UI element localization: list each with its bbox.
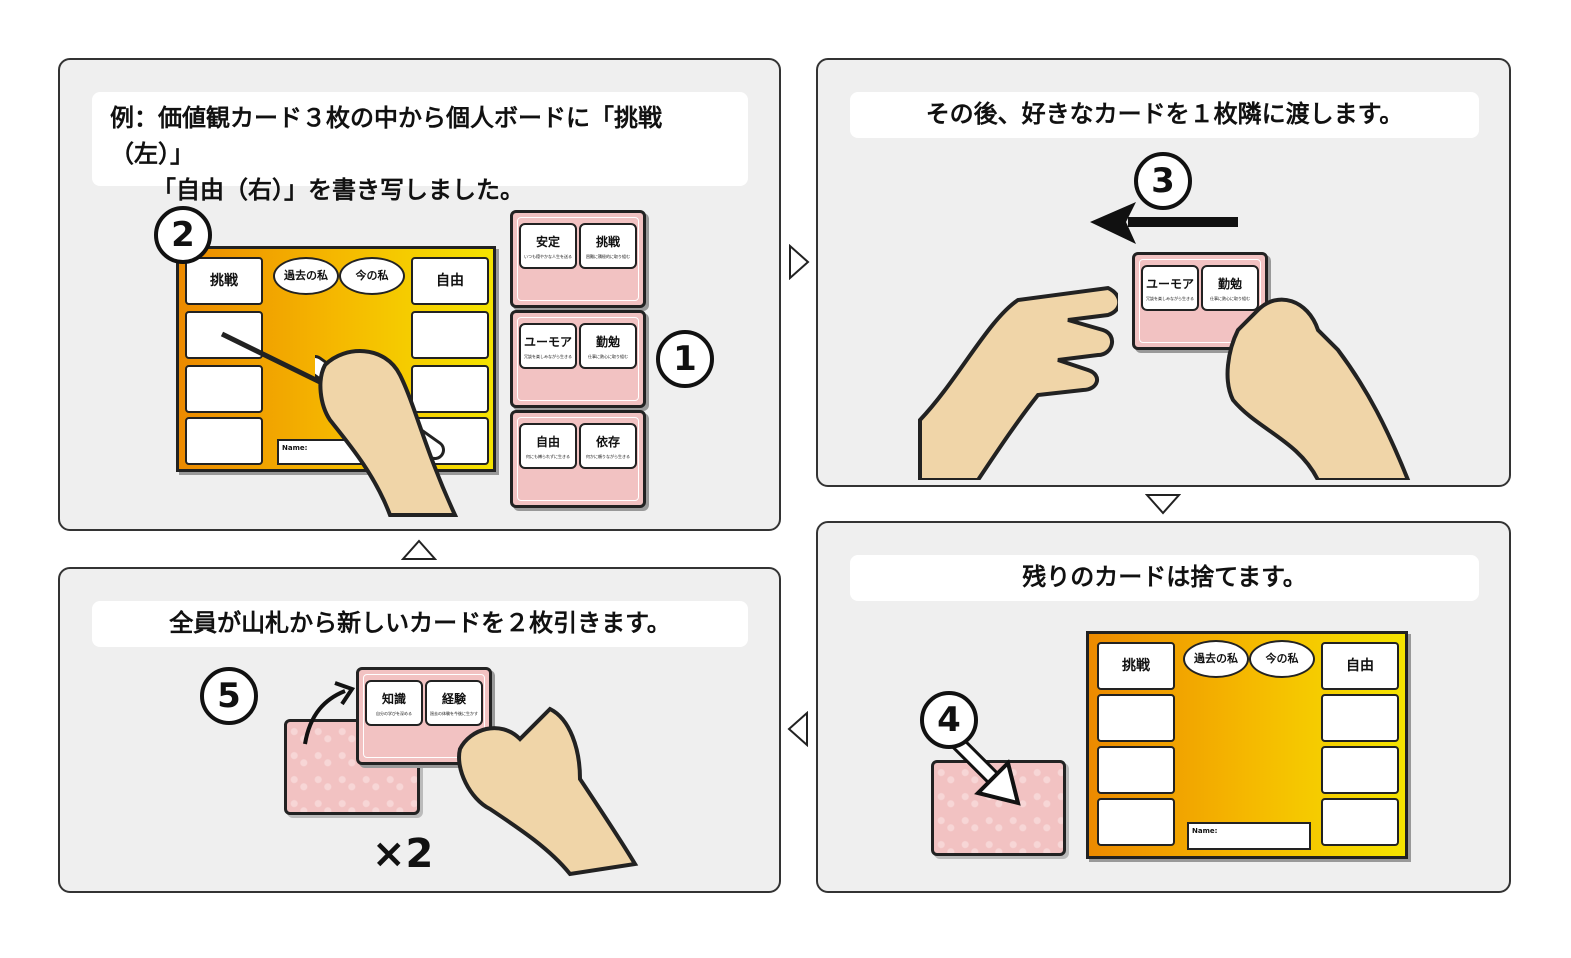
- card-left-desc: 何にも縛られずに生きる: [526, 454, 570, 459]
- card-left-title: 自由: [535, 435, 560, 449]
- bubble-past-self: 過去の私: [1183, 640, 1249, 678]
- card-left-title: 知識: [381, 692, 406, 706]
- slot-empty: [1097, 694, 1175, 742]
- flow-arrow-right-icon: [789, 244, 810, 280]
- step-number-4: 4: [920, 691, 978, 749]
- bubble-past-self: 過去の私: [273, 257, 339, 295]
- slot-empty: [1097, 798, 1175, 846]
- card-left-title: 安定: [535, 235, 560, 249]
- giving-hand-icon: [1225, 297, 1411, 480]
- slot-empty: [1321, 694, 1399, 742]
- card-right-title: 勤勉: [595, 335, 620, 349]
- card-right-desc: 過去の体験を今後に生かす: [430, 711, 478, 716]
- slot-empty: [185, 417, 263, 465]
- card-right-desc: 仕事に熱心に取り組む: [588, 354, 628, 359]
- card-right-title: 挑戦: [595, 235, 620, 249]
- slot-empty: [411, 365, 489, 413]
- marker-icon: [220, 331, 320, 385]
- card-right-title: 依存: [595, 435, 620, 449]
- slot-right-top: 自由: [411, 257, 489, 305]
- hand-with-marker-icon: [315, 349, 459, 517]
- flow-arrow-left-icon: [787, 711, 808, 747]
- flow-arrow-up-icon: [401, 539, 437, 560]
- flow-arrow-down-icon: [1145, 494, 1181, 515]
- value-card: 安定いつも穏やかな人生を送る 挑戦困難に積極的に取り組む: [510, 210, 646, 308]
- caption-step-5: 全員が山札から新しいカードを２枚引きます。: [92, 601, 748, 647]
- panel-step-1: 例：価値観カード３枚の中から個人ボードに「挑戦（左）」 「自由（右）」を書き写し…: [58, 58, 781, 531]
- passed-value-card: ユーモア冗談を楽しみながら生きる 勤勉仕事に熱心に取り組む: [1132, 252, 1268, 350]
- value-card: ユーモア冗談を楽しみながら生きる 勤勉仕事に熱心に取り組む: [510, 310, 646, 408]
- card-right-desc: 仕事に熱心に取り組む: [1210, 296, 1250, 301]
- step-number-2: 2: [154, 206, 212, 264]
- slot-empty: [1321, 798, 1399, 846]
- caption-line-2: 「自由（右）」を書き写しました。: [152, 176, 524, 204]
- panel-step-4: 残りのカードは捨てます。 4 挑戦 自由 過去の私 今の私 Name:: [816, 521, 1511, 893]
- card-right-desc: 何かに頼りながら生きる: [586, 454, 630, 459]
- arrow-left-icon: [1090, 202, 1238, 244]
- bubble-current-self: 今の私: [1249, 640, 1315, 678]
- value-card: 自由何にも縛られずに生きる 依存何かに頼りながら生きる: [510, 410, 646, 508]
- drawing-hand-icon: [457, 706, 639, 877]
- slot-right-top: 自由: [1321, 642, 1399, 690]
- step-number-1: 1: [656, 330, 714, 388]
- drawn-value-card: 知識自分の学びを深める 経験過去の体験を今後に生かす: [356, 667, 492, 765]
- slot-empty: [1321, 746, 1399, 794]
- caption-line-1: 例：価値観カード３枚の中から個人ボードに「挑戦（左）」: [110, 104, 662, 168]
- card-right-title: 勤勉: [1217, 277, 1242, 291]
- slot-empty: [1097, 746, 1175, 794]
- bubble-current-self: 今の私: [339, 257, 405, 295]
- caption-step-1: 例：価値観カード３枚の中から個人ボードに「挑戦（左）」 「自由（右）」を書き写し…: [92, 92, 748, 204]
- card-right-title: 経験: [441, 692, 466, 706]
- curved-arrow-icon: [303, 681, 356, 745]
- card-left-desc: 自分の学びを深める: [376, 711, 412, 716]
- slot-left-top: 挑戦: [1097, 642, 1175, 690]
- card-left-desc: 冗談を楽しみながら生きる: [1146, 296, 1194, 301]
- slot-empty: [411, 311, 489, 359]
- personal-board: 挑戦 自由 過去の私 今の私 Name:: [1086, 631, 1408, 859]
- card-left-desc: いつも穏やかな人生を送る: [524, 254, 572, 259]
- caption-step-4: 残りのカードは捨てます。: [850, 555, 1479, 601]
- step-number-5: 5: [200, 667, 258, 725]
- panel-step-3: その後、好きなカードを１枚隣に渡します。 3 ユーモア冗談を楽しみながら生きる …: [816, 58, 1511, 487]
- name-field: Name:: [1187, 822, 1311, 850]
- card-left-title: ユーモア: [523, 335, 572, 349]
- card-right-desc: 困難に積極的に取り組む: [586, 254, 630, 259]
- slot-left-top: 挑戦: [185, 257, 263, 305]
- step-number-3: 3: [1134, 152, 1192, 210]
- slot-empty: [185, 365, 263, 413]
- draw-pile-card: [284, 719, 420, 815]
- card-left-title: ユーモア: [1145, 277, 1194, 291]
- card-left-desc: 冗談を楽しみながら生きる: [524, 354, 572, 359]
- panel-step-5: 全員が山札から新しいカードを２枚引きます。 5 知識自分の学びを深める 経験過去…: [58, 567, 781, 893]
- multiplier-label: ×2: [372, 831, 434, 877]
- receiving-hand-icon: [918, 285, 1118, 480]
- caption-step-3: その後、好きなカードを１枚隣に渡します。: [850, 92, 1479, 138]
